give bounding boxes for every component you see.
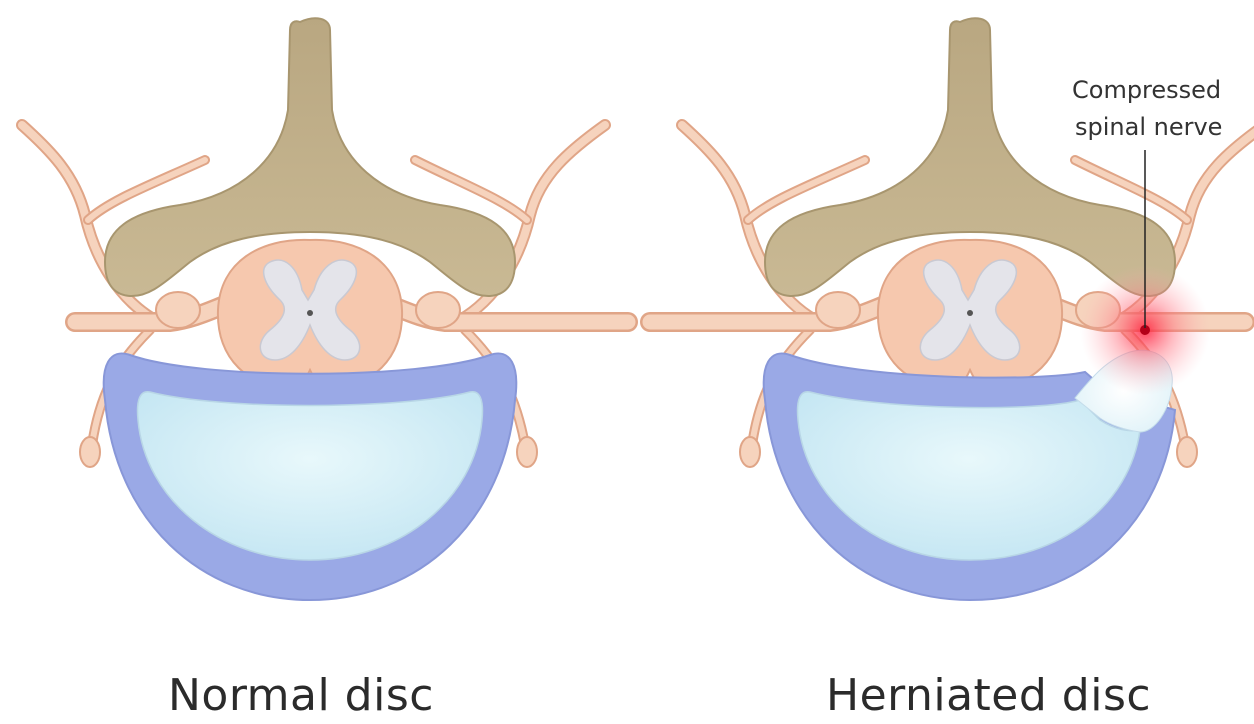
normal-disc-caption: Normal disc bbox=[168, 670, 434, 721]
callout-label-line-2: spinal nerve bbox=[1075, 113, 1222, 141]
herniated-disc-panel bbox=[650, 18, 1254, 600]
normal-disc-panel bbox=[22, 18, 628, 600]
right-ganglion bbox=[416, 292, 460, 328]
left-ganglion bbox=[816, 292, 860, 328]
central-canal bbox=[307, 310, 313, 316]
central-canal bbox=[967, 310, 973, 316]
left-ganglion bbox=[156, 292, 200, 328]
callout-label-line-1: Compressed bbox=[1072, 76, 1221, 104]
herniated-disc-caption: Herniated disc bbox=[826, 670, 1151, 721]
